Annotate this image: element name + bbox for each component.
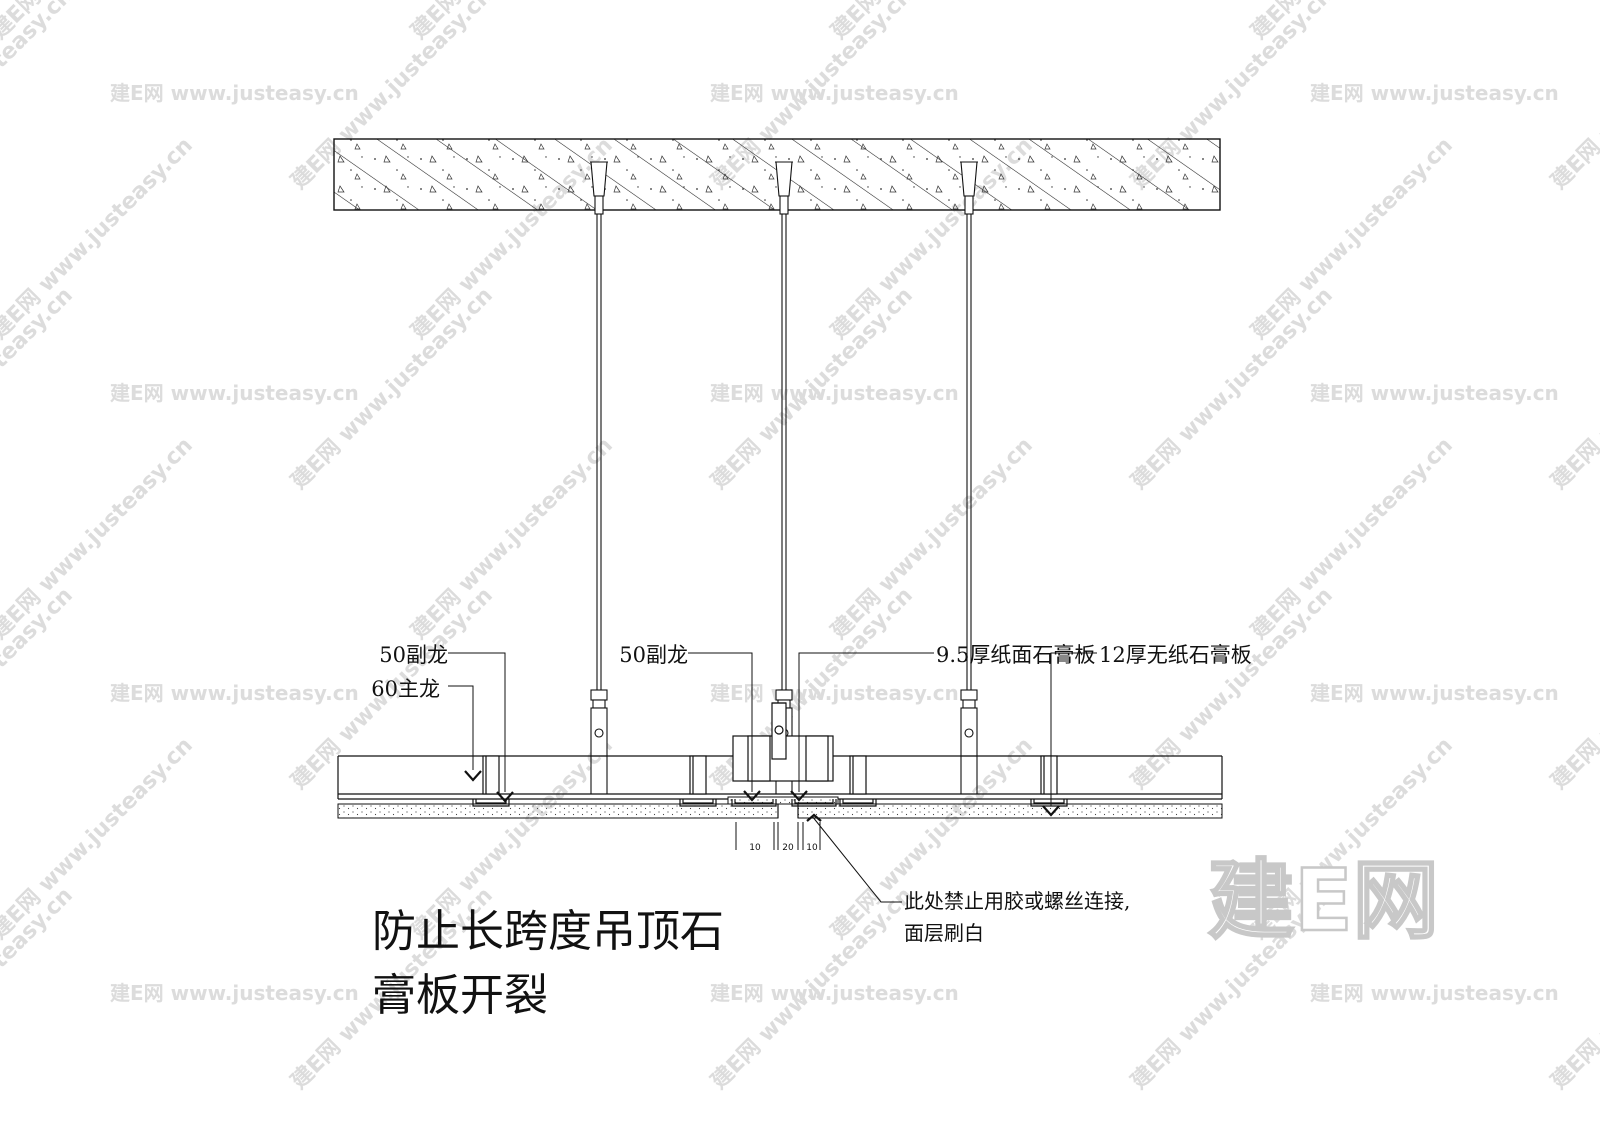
- label-main-keel: 60主龙: [371, 677, 440, 701]
- gypsum-boards: [337, 796, 1223, 819]
- hanger-rod: [960, 161, 978, 794]
- note-line-1: 此处禁止用胶或螺丝连接,: [904, 889, 1130, 913]
- u-channel: [1030, 799, 1068, 807]
- watermark-text: 建E网 www.justeasy.cn: [710, 381, 959, 405]
- watermark-text: 建E网 www.justeasy.cn: [710, 681, 959, 705]
- leader-lines: [448, 652, 1097, 903]
- u-channel: [731, 799, 777, 807]
- keel-clip: [689, 755, 707, 795]
- dim-right: 10: [806, 843, 818, 853]
- arrow-heads: [464, 770, 1060, 822]
- watermark-text: 建E网 www.justeasy.cn: [1127, 583, 1338, 794]
- watermark-text: 建E网 www.justeasy.cn: [827, 433, 1038, 644]
- title-line-2: 膏板开裂: [372, 970, 548, 1021]
- watermark-text: 建E网 www.justeasy.cn: [110, 381, 359, 405]
- brand-logo: 建E网: [1208, 851, 1439, 951]
- watermark-text: 建E网 www.justeasy.cn: [1127, 283, 1338, 494]
- watermark-text: 建E网 www.justeasy.cn: [710, 81, 959, 105]
- watermark-text: 建E网 www.justeasy.cn: [1247, 433, 1458, 644]
- label-paperless-gypsum: 12厚无纸石膏板: [1099, 643, 1252, 667]
- watermark-text: 建E网 www.justeasy.cn: [407, 433, 618, 644]
- u-channel: [839, 799, 877, 807]
- keel-clip: [482, 755, 500, 795]
- watermark-text: 建E网 www.justeasy.cn: [110, 981, 359, 1005]
- watermark-text: 建E网 www.justeasy.cn: [110, 681, 359, 705]
- label-sub-keel-mid: 50副龙: [619, 643, 688, 667]
- dimension-lines: [735, 822, 821, 850]
- watermark-text: 建E网 www.justeasy.cn: [1310, 981, 1559, 1005]
- u-channel: [791, 799, 837, 807]
- hanger-rod: [775, 161, 793, 794]
- label-sub-keel-left: 50副龙: [379, 643, 448, 667]
- watermark-text: 建E网 www.justeasy.cn: [1310, 681, 1559, 705]
- watermark-text: 建E网 www.justeasy.cn: [1310, 381, 1559, 405]
- dim-mid: 20: [782, 843, 794, 853]
- title-line-1: 防止长跨度吊顶石: [372, 906, 724, 957]
- u-channel: [679, 799, 717, 807]
- label-paper-gypsum: 9.5厚纸面石膏板: [936, 643, 1095, 667]
- keel-clip: [849, 755, 867, 795]
- keel-clip: [1040, 755, 1058, 795]
- joint-detail: [732, 702, 834, 818]
- watermark-text: 建E网 www.justeasy.cn: [110, 81, 359, 105]
- hanger-rod: [590, 161, 608, 794]
- sub-keels: [472, 755, 1068, 807]
- watermark-text: 建E网 www.justeasy.cn: [710, 981, 959, 1005]
- watermark-text: 建E网 www.justeasy.cn: [1247, 133, 1458, 344]
- watermark-text: 建E网 www.justeasy.cn: [1310, 81, 1559, 105]
- note-line-2: 面层刷白: [904, 921, 984, 945]
- dim-left: 10: [749, 843, 761, 853]
